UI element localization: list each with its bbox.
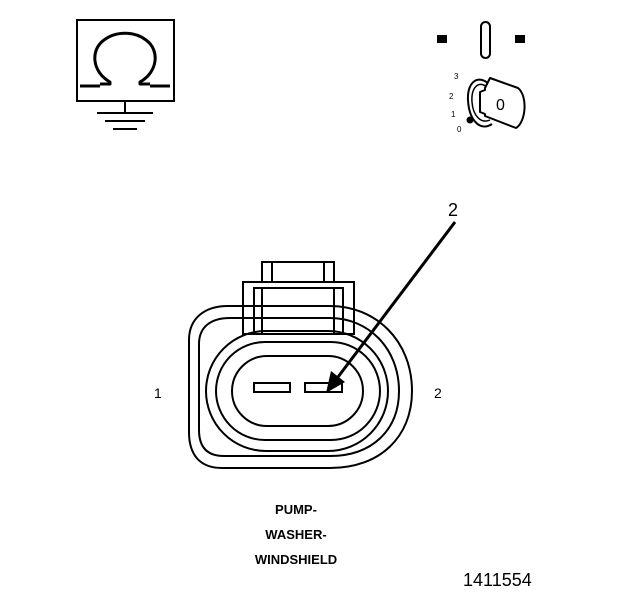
pin-label-2: 2	[434, 385, 442, 401]
key-position-1: 1	[451, 110, 456, 119]
key-position-3: 3	[454, 72, 459, 81]
key-label: 0	[496, 97, 505, 114]
key-position-0: 0	[457, 125, 462, 134]
figure-number: 1411554	[463, 570, 532, 590]
terminal-1	[253, 382, 291, 393]
connector-housing	[188, 261, 414, 469]
pin-label-1: 1	[154, 385, 162, 401]
caption-line-2: WASHER-	[265, 527, 327, 542]
caption-line-1: PUMP-	[275, 502, 317, 517]
ignition-switch-icon	[437, 21, 525, 59]
caption-line-3: WINDSHIELD	[254, 552, 338, 567]
ohmmeter-icon	[76, 19, 175, 130]
key-position-2: 2	[449, 92, 454, 101]
terminal-2	[304, 382, 343, 393]
ignition-key-icon	[466, 77, 526, 129]
callout-number: 2	[448, 200, 459, 220]
callout-arrow	[326, 221, 457, 393]
